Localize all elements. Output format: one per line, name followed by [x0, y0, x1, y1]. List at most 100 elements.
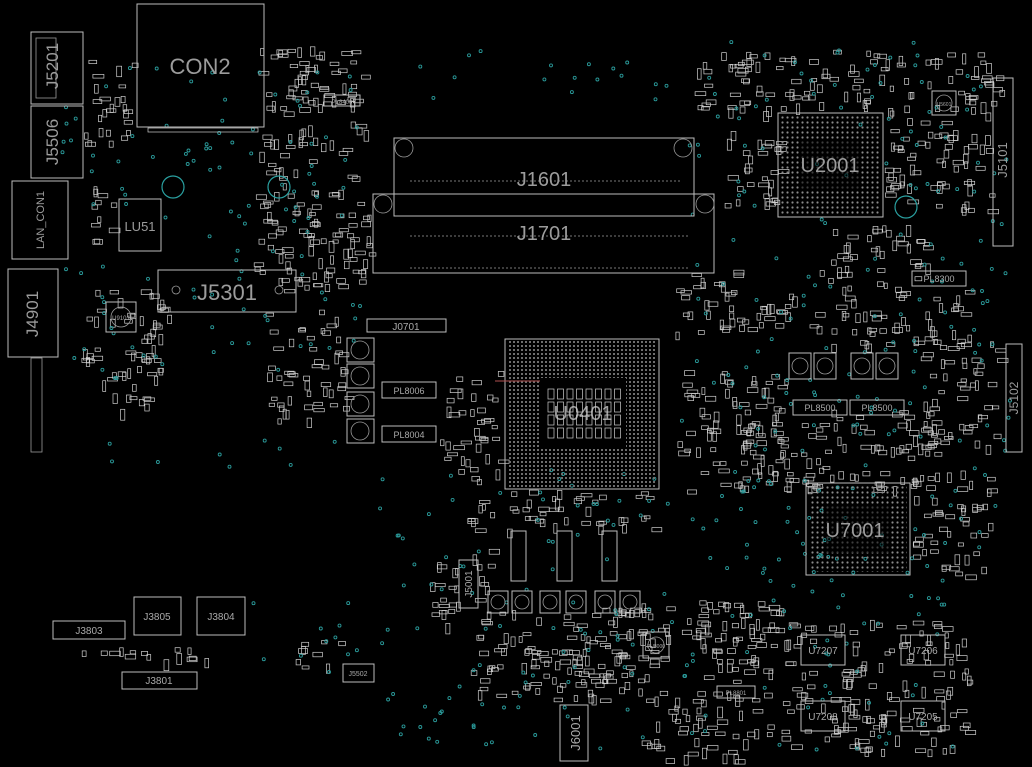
via [204, 142, 209, 147]
passive-component [922, 549, 927, 557]
passive-component [755, 61, 761, 73]
j6001-connector[interactable]: J6001 [559, 704, 589, 762]
passive-component [791, 78, 802, 85]
passive-component [687, 618, 692, 625]
via [865, 67, 870, 72]
via [827, 691, 832, 696]
passive-component [654, 696, 659, 707]
passive-component [589, 673, 600, 679]
via [993, 503, 998, 508]
u7208-memory-chip[interactable]: U7208 [800, 700, 846, 732]
lan-con1-connector[interactable]: LAN_CON1 [11, 180, 69, 260]
j5201-connector[interactable]: J5201 [30, 31, 84, 105]
via [324, 135, 328, 140]
passive-component [124, 653, 137, 660]
u5601-chip[interactable]: U5601 [931, 90, 957, 116]
passive-component [713, 649, 723, 654]
passive-component [706, 310, 711, 320]
passive-component [187, 647, 192, 655]
passive-component [906, 243, 911, 254]
pl8400-inductor[interactable]: PL8400 [323, 94, 361, 107]
pl8500-inductor-a[interactable]: PL8500 [792, 399, 848, 416]
j5502-connector[interactable]: J5502 [342, 663, 375, 683]
j5102-connector[interactable]: J5102 [1005, 343, 1023, 453]
passive-component [831, 259, 837, 266]
pl8300-inductor[interactable]: PL8300 [911, 270, 967, 287]
j5506-connector[interactable]: J5506 [30, 105, 84, 179]
lu51-label: LU51 [124, 219, 155, 234]
cpu-socket[interactable]: U0401 [495, 338, 660, 490]
passive-component [832, 229, 839, 236]
passive-component [744, 167, 753, 173]
u9101-chip[interactable]: U9101 [105, 301, 137, 333]
via [300, 272, 305, 277]
pl8500-inductor-b[interactable]: PL8500 [849, 399, 905, 416]
j5502-label: J5502 [348, 671, 367, 678]
u7206-memory-chip[interactable]: U7206 [900, 634, 946, 666]
via [306, 216, 311, 220]
con2-connector[interactable]: CON2 [136, 3, 265, 128]
via [731, 237, 736, 242]
pu8000-chip[interactable]: PU8000 [642, 631, 670, 659]
passive-component [496, 693, 508, 698]
passive-component [487, 668, 492, 675]
lu51-component[interactable]: LU51 [118, 198, 162, 252]
passive-component [732, 401, 738, 409]
pl8801-inductor[interactable]: PL8801 [716, 685, 756, 699]
passive-component [267, 244, 274, 251]
j5101-connector[interactable]: J5101 [992, 77, 1014, 247]
passive-component [735, 199, 741, 207]
passive-component [308, 159, 318, 164]
passive-component [471, 380, 482, 386]
via [550, 567, 555, 572]
passive-component [297, 47, 302, 58]
j0701-connector[interactable]: J0701 [366, 318, 447, 333]
passive-component [925, 450, 931, 457]
via [664, 83, 669, 88]
j3804-connector[interactable]: J3804 [196, 596, 246, 636]
pl8004-inductor[interactable]: PL8004 [381, 425, 437, 443]
passive-component [321, 364, 330, 370]
passive-component [722, 621, 728, 632]
passive-component [266, 170, 278, 176]
j4901-connector[interactable]: J4901 [7, 268, 59, 358]
u7205-memory-chip[interactable]: U7205 [900, 700, 946, 732]
j3805-connector[interactable]: J3805 [133, 596, 182, 636]
u7001-bga-chip[interactable]: U7001 [805, 482, 911, 576]
passive-component [869, 730, 875, 737]
via [690, 652, 695, 657]
passive-component [476, 479, 482, 486]
via [439, 587, 444, 592]
passive-component [850, 64, 855, 74]
passive-component [715, 638, 723, 643]
j5301-connector[interactable]: J5301 [157, 269, 297, 313]
via [720, 494, 724, 498]
passive-component [176, 653, 182, 665]
j3803-connector[interactable]: J3803 [52, 620, 126, 640]
passive-component [445, 441, 451, 451]
passive-component [557, 685, 563, 693]
passive-component [95, 289, 101, 297]
via [753, 104, 758, 109]
passive-component [756, 642, 767, 648]
via [959, 261, 964, 266]
u2001-bga-chip[interactable]: U2001 [777, 112, 884, 218]
via [888, 55, 893, 60]
via [714, 518, 719, 523]
passive-component [338, 228, 349, 233]
via [237, 214, 242, 219]
j5001-connector[interactable]: J5001 [458, 559, 479, 609]
via [457, 684, 462, 689]
j1701-dimm-slot[interactable]: J1701 [372, 193, 715, 274]
passive-component [970, 382, 976, 388]
j1601-dimm-slot[interactable]: J1601 [393, 137, 695, 217]
j3801-connector[interactable]: J3801 [121, 671, 198, 690]
via [230, 341, 235, 346]
via [983, 473, 987, 477]
passive-component [325, 273, 333, 279]
via [762, 566, 767, 571]
pl8006-inductor[interactable]: PL8006 [381, 381, 437, 399]
via [191, 158, 196, 163]
u7207-memory-chip[interactable]: U7207 [800, 634, 846, 666]
